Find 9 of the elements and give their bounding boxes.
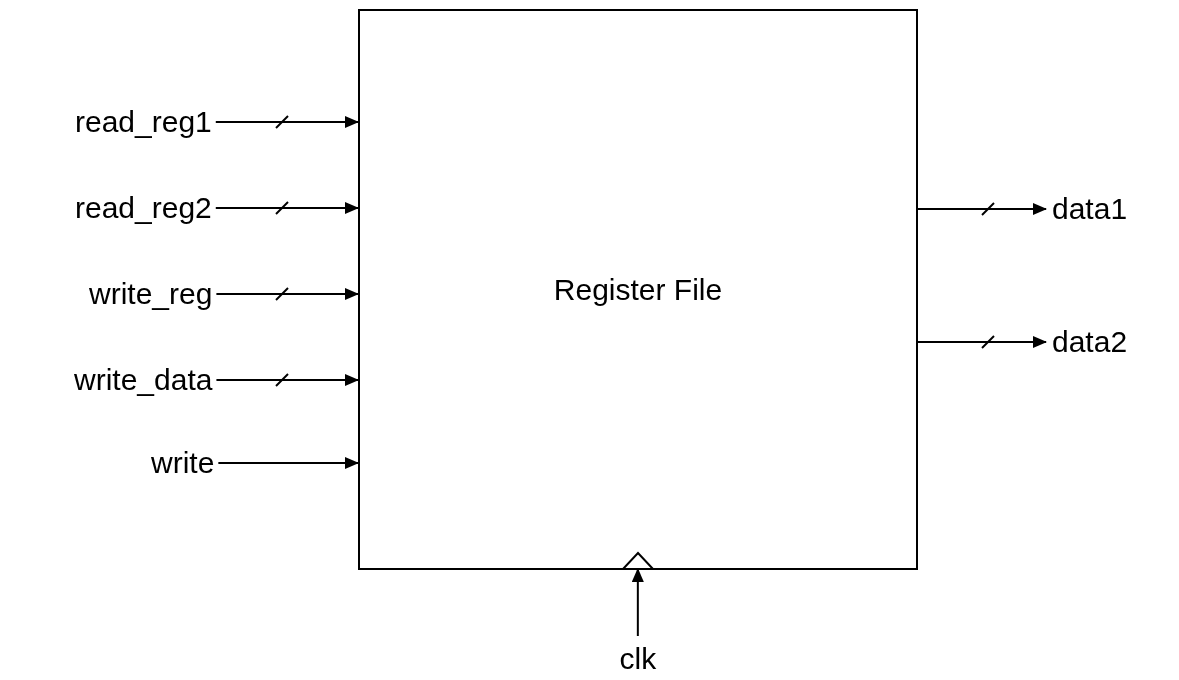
signal-label: read_reg1: [75, 107, 212, 137]
signal-label: write_data: [74, 365, 213, 395]
signal-label: write: [151, 448, 215, 478]
signal-label: data1: [1052, 194, 1128, 224]
signal-label: data2: [1052, 327, 1128, 357]
register-file-block: Register File: [358, 9, 918, 570]
signal-label: clk: [619, 644, 657, 674]
signal-label: write_reg: [89, 279, 213, 309]
signal-label: read_reg2: [75, 193, 212, 223]
